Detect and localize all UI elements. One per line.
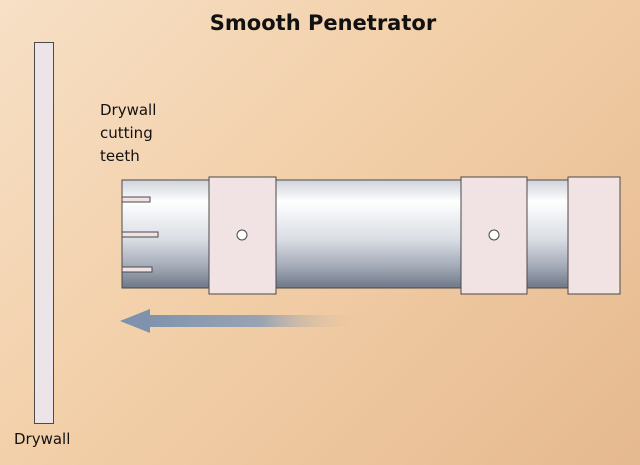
cutting-tooth-3 bbox=[121, 266, 153, 273]
cutting-teeth-label-line-1: Drywall bbox=[100, 101, 157, 119]
cutting-tooth-1 bbox=[121, 196, 151, 203]
cutting-teeth-label: Drywall cutting teeth bbox=[100, 99, 156, 168]
cutting-teeth-label-line-2: cutting bbox=[100, 124, 153, 142]
motion-arrow-head bbox=[120, 309, 150, 333]
drywall-label: Drywall bbox=[14, 430, 71, 448]
diagram-title: Smooth Penetrator bbox=[209, 11, 437, 35]
collar-left-pin bbox=[236, 229, 248, 241]
drywall-panel bbox=[34, 42, 54, 424]
cutting-teeth-label-line-3: teeth bbox=[100, 147, 140, 165]
collar-middle-pin bbox=[488, 229, 500, 241]
motion-arrow-shaft bbox=[142, 315, 360, 327]
collar-right bbox=[567, 176, 621, 295]
cutting-tooth-2 bbox=[121, 231, 159, 238]
